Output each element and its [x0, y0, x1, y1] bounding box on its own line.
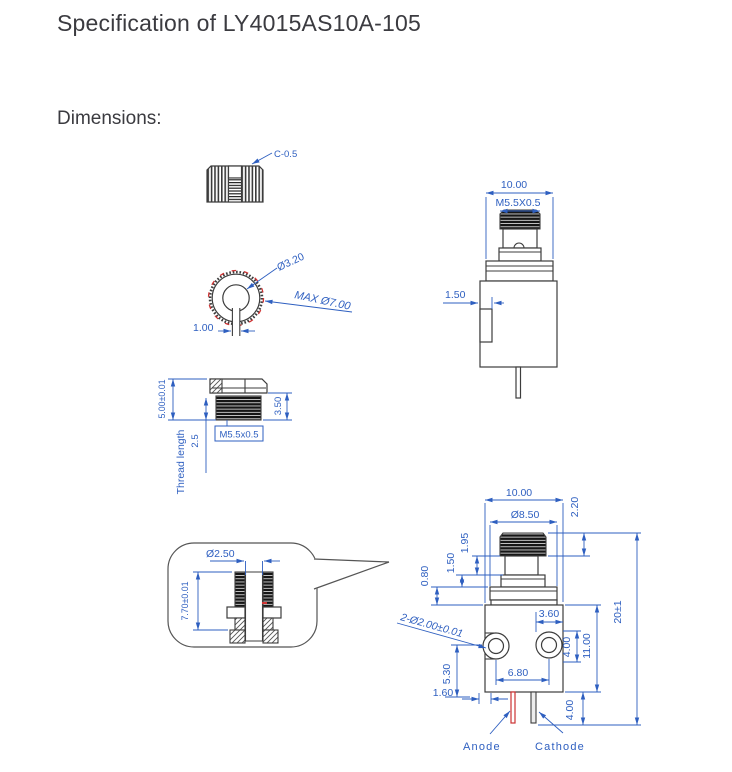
- thread-spec-box: [214, 425, 264, 442]
- dim-max-diameter: MAX Ø7.00: [293, 289, 352, 313]
- anode-label: Anode: [463, 741, 501, 753]
- dim-hole-pitch: 6.80: [508, 667, 529, 679]
- dim-slot-width: 1.00: [193, 322, 214, 334]
- dim-hole-edge: 3.60: [539, 608, 560, 620]
- label-thread-length: Thread length: [175, 429, 187, 494]
- side-thread-block: [499, 209, 541, 230]
- ferrule-wing-left: [226, 606, 246, 619]
- dim-ferrule-depth: 7.70±0.01: [180, 581, 190, 620]
- module-front-view-drawing: 10.00 Ø8.50 2.20 1.95 1.50 0.80: [396, 487, 641, 753]
- mount-hole-left: [487, 637, 505, 655]
- dim-front-flange-step: 0.80: [419, 566, 431, 587]
- ferrule-wing-right: [262, 606, 282, 619]
- mount-hole-right: [540, 636, 558, 654]
- dim-bushing-step: 3.50: [273, 397, 284, 416]
- module-side-view-drawing: 10.00 M5.5X0.5 1.50: [443, 179, 558, 399]
- side-pin: [515, 366, 522, 399]
- dim-front-thread-height: 2.20: [569, 497, 581, 518]
- dim-side-width: 10.00: [501, 179, 527, 191]
- ferrule-thread-left: [234, 571, 246, 608]
- bushing-thread-block: [215, 395, 262, 421]
- dim-thread-length-value: 2.5: [190, 434, 201, 447]
- cap-front-view-drawing: C-0.5: [206, 149, 297, 203]
- front-flange-plate: [490, 599, 558, 606]
- bushing-section-hatch: [209, 378, 223, 394]
- front-flange: [489, 586, 558, 601]
- cathode-lead: [530, 691, 537, 724]
- anode-lead: [510, 691, 516, 724]
- dim-overall-height: 20±1: [612, 600, 624, 623]
- side-tab: [479, 308, 493, 343]
- dim-side-thread-spec: M5.5X0.5: [496, 197, 541, 209]
- section-heading-dimensions: Dimensions:: [57, 108, 162, 129]
- dim-cap-chamfer: C-0.5: [274, 149, 297, 160]
- dim-side-tab-width: 1.50: [445, 289, 466, 301]
- side-body: [479, 280, 558, 368]
- dim-bore-diameter: Ø3.20: [275, 251, 306, 274]
- cap-top-view-drawing: 1.00 Ø3.20 MAX Ø7.00: [193, 251, 352, 336]
- dim-bushing-thread-spec: M5.5x0.5: [219, 430, 258, 441]
- knurl-teeth-ring: [208, 270, 264, 326]
- front-collar: [500, 574, 546, 588]
- dim-ferrule-bore: Ø2.50: [206, 548, 235, 560]
- knurl-wear-marks: [207, 269, 265, 327]
- cathode-label: Cathode: [535, 741, 585, 753]
- dim-lead-offset: 1.60: [433, 687, 454, 699]
- ferrule-thread-right: [262, 571, 274, 608]
- slot-clearout: [232, 308, 240, 336]
- dim-front-width: 10.00: [506, 487, 532, 499]
- dim-front-neck-height: 1.95: [459, 533, 471, 554]
- bushing-section-drawing: 5.00±0.01 3.50 M5.5x0.5 Thread length 2.…: [157, 378, 292, 494]
- side-neck: [502, 228, 538, 249]
- side-collar: [498, 247, 542, 262]
- dim-hole-offset-v: 4.00: [561, 637, 573, 658]
- dim-lead-length: 4.00: [564, 700, 576, 721]
- dim-front-thread-major: Ø8.50: [511, 509, 540, 521]
- cap-bore-circle: [222, 284, 250, 312]
- dim-hole-offset-left: 5.30: [441, 664, 453, 685]
- front-neck: [504, 555, 539, 576]
- dim-mount-holes: 2-Ø2.00±0.01: [398, 611, 464, 640]
- ferrule-callout-drawing: Ø2.50 7.70±0.01: [167, 542, 390, 648]
- dim-body-height-mid: 11.00: [581, 633, 593, 659]
- side-key-bump: [513, 242, 525, 249]
- page-title: Specification of LY4015AS10A-105: [57, 10, 422, 36]
- front-thread-block: [499, 532, 547, 557]
- dim-bushing-height: 5.00±0.01: [157, 379, 167, 418]
- cap-slot-thread: [227, 177, 243, 203]
- dim-front-collar-height: 1.50: [445, 553, 457, 574]
- cap-slot: [227, 165, 243, 179]
